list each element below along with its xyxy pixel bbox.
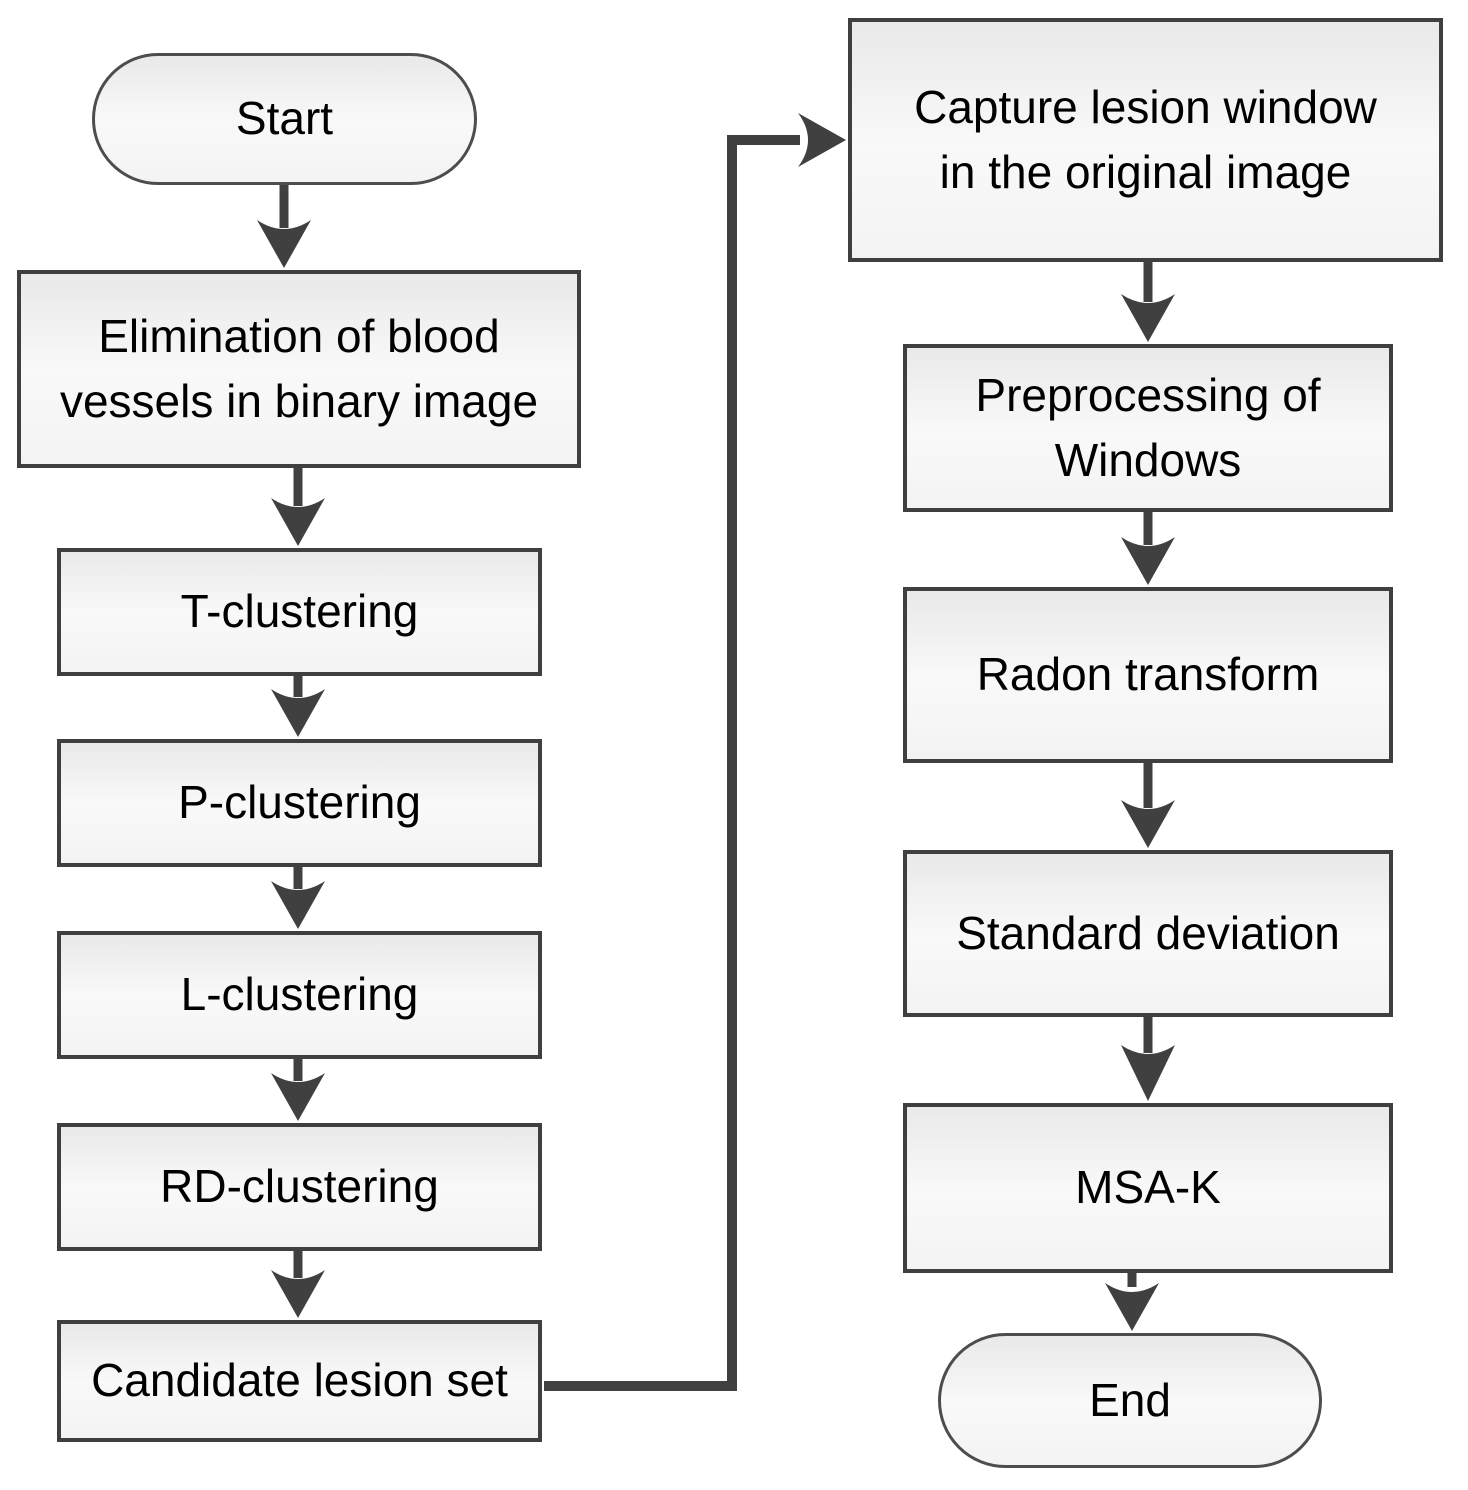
node-radon-transform: Radon transform bbox=[903, 587, 1393, 763]
node-t-clustering: T-clustering bbox=[57, 548, 542, 676]
node-preprocessing-of-windows: Preprocessing of Windows bbox=[903, 344, 1393, 512]
arrow-start-to-elimination bbox=[257, 183, 311, 268]
node-msa-k: MSA-K bbox=[903, 1103, 1393, 1273]
arrow-capture-to-preprocessing bbox=[1121, 260, 1175, 342]
arrow-l-to-rd-clustering bbox=[271, 1057, 325, 1121]
node-l-clustering: L-clustering bbox=[57, 931, 542, 1059]
node-start: Start bbox=[92, 53, 477, 185]
arrow-std-deviation-to-msa-k bbox=[1121, 1015, 1175, 1101]
arrow-t-to-p-clustering bbox=[271, 674, 325, 737]
node-candidate-lesion-set: Candidate lesion set bbox=[57, 1320, 542, 1442]
arrow-radon-to-std-deviation bbox=[1121, 761, 1175, 848]
arrow-preprocessing-to-radon bbox=[1121, 510, 1175, 585]
node-standard-deviation: Standard deviation bbox=[903, 850, 1393, 1017]
arrow-elimination-to-t-clustering bbox=[271, 466, 325, 546]
node-capture-lesion-window: Capture lesion window in the original im… bbox=[848, 18, 1443, 262]
arrow-rd-to-candidate bbox=[271, 1249, 325, 1318]
connector-candidate-to-capture bbox=[544, 113, 846, 1391]
node-rd-clustering: RD-clustering bbox=[57, 1123, 542, 1251]
arrow-p-to-l-clustering bbox=[271, 865, 325, 929]
node-elimination-blood-vessels: Elimination of blood vessels in binary i… bbox=[17, 270, 581, 468]
arrow-msa-k-to-end bbox=[1105, 1271, 1159, 1331]
node-p-clustering: P-clustering bbox=[57, 739, 542, 867]
node-end: End bbox=[938, 1333, 1322, 1468]
